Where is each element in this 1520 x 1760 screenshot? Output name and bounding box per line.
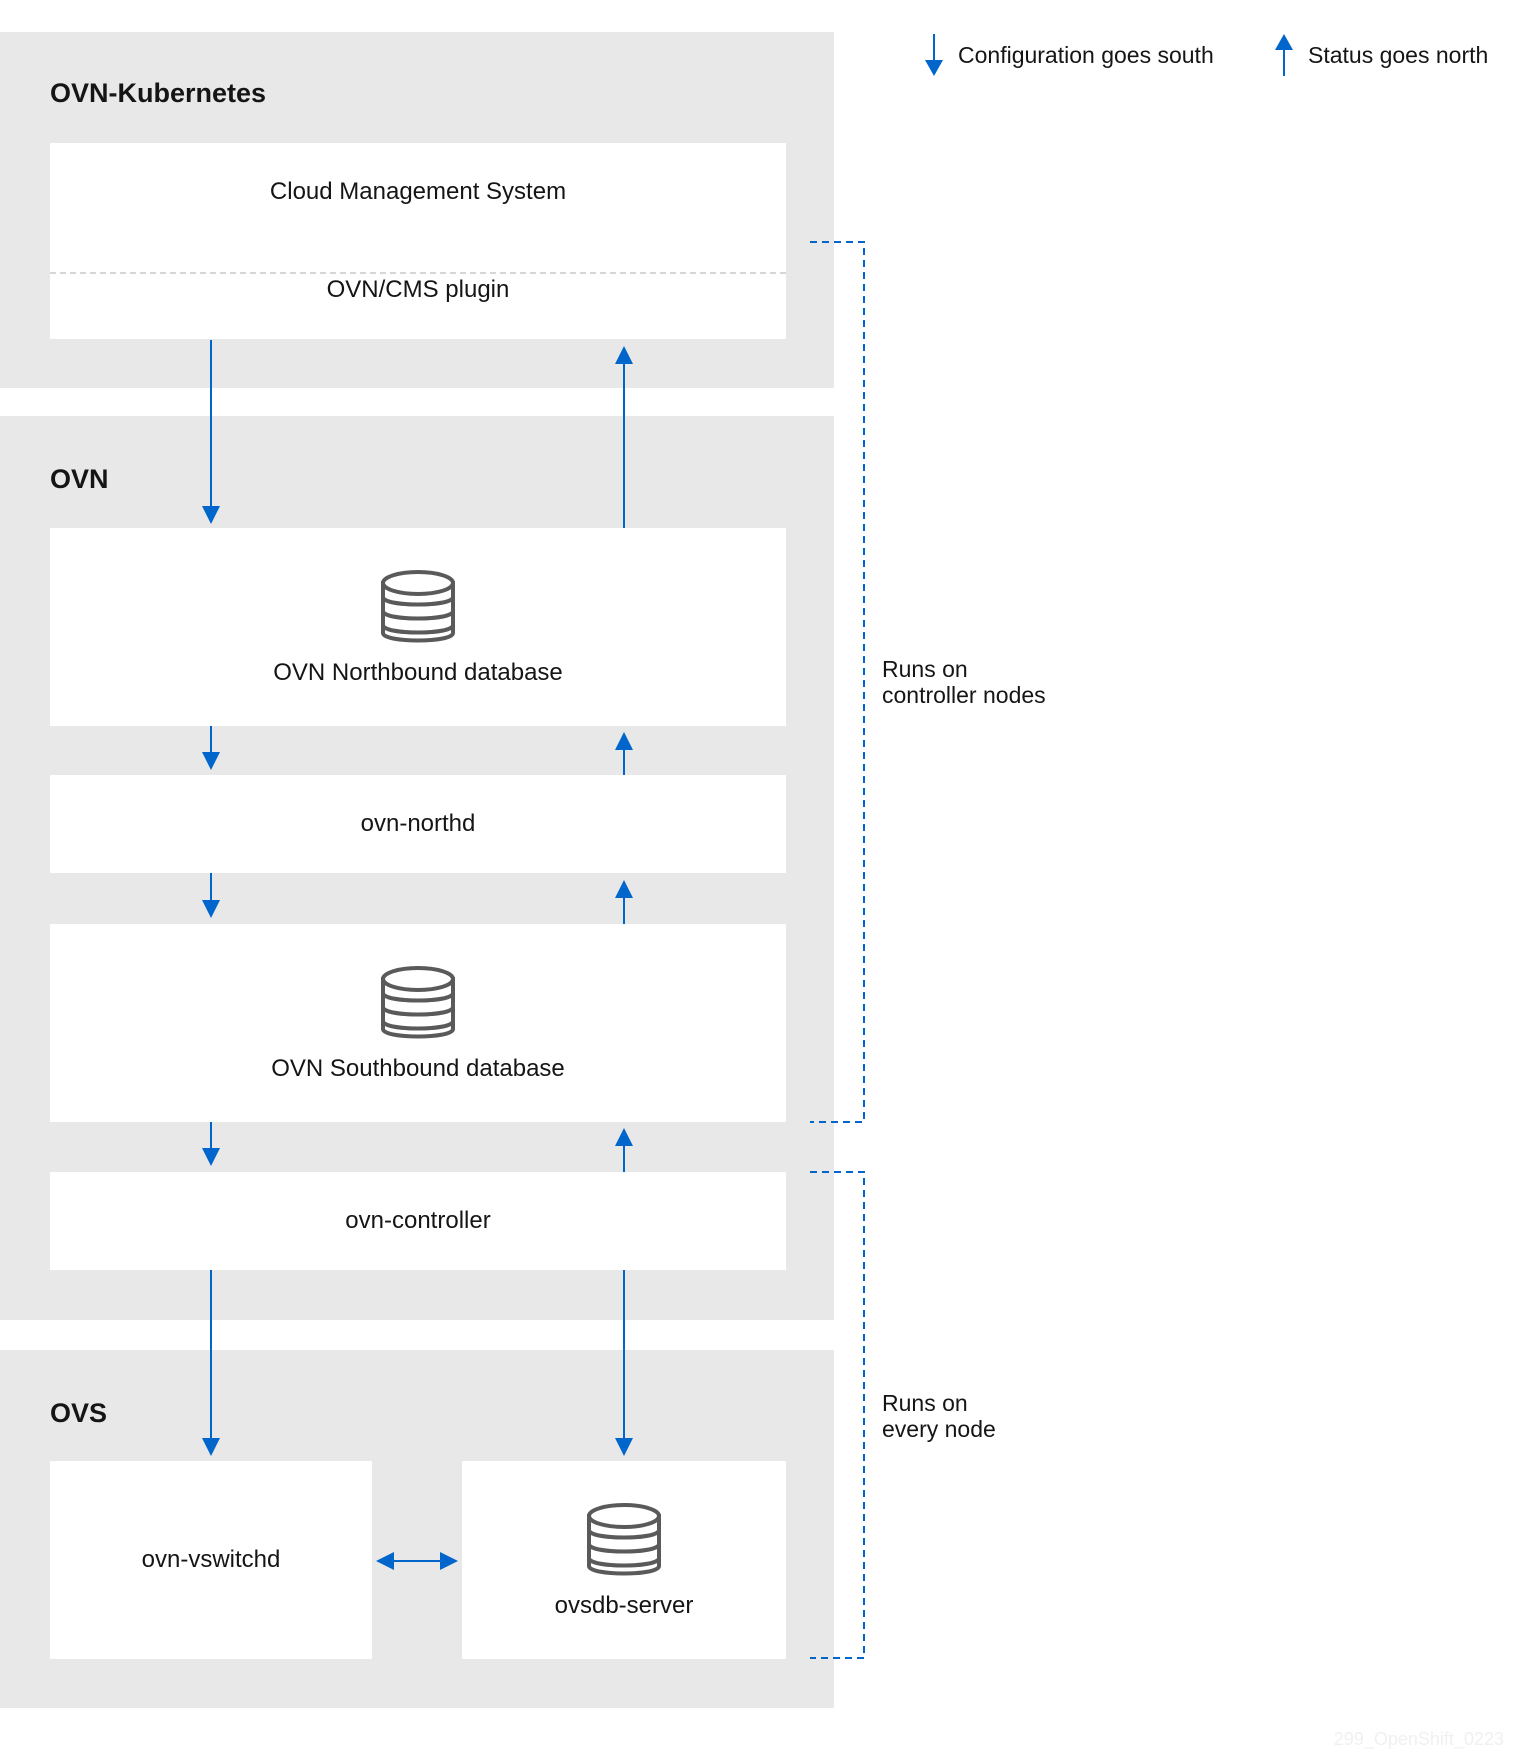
box-label-southbound: OVN Southbound database: [271, 1055, 565, 1082]
panel-ovn: OVN OVN Northbound database ovn-northd: [0, 416, 834, 1320]
arrow-up-icon: [1275, 34, 1293, 76]
watermark: 299_OpenShift_0223: [1333, 1729, 1504, 1749]
box-label-northd: ovn-northd: [360, 810, 476, 837]
box-label-northbound: OVN Northbound database: [273, 659, 563, 686]
panel-ovs: OVS ovn-vswitchd ovsdb-server: [0, 1350, 834, 1708]
box-label-controller: ovn-controller: [345, 1207, 491, 1234]
box-label-ovsdb: ovsdb-server: [554, 1592, 694, 1619]
box-ovn-vswitchd: ovn-vswitchd: [50, 1461, 372, 1659]
database-icon: [381, 966, 455, 1039]
label-controller-line1: Runs on: [882, 656, 968, 682]
box-ovn-northbound-database: OVN Northbound database: [50, 528, 786, 726]
legend-south-label: Configuration goes south: [958, 41, 1214, 68]
legend-south: Configuration goes south: [922, 32, 1214, 78]
box-cloud-management-system: Cloud Management System: [50, 143, 786, 241]
legend-north-label: Status goes north: [1308, 41, 1489, 68]
box-ovn-northd: ovn-northd: [50, 775, 786, 873]
label-controller-line2: controller nodes: [882, 682, 1046, 708]
panel-title-ovs: OVS: [50, 1398, 108, 1428]
cms-plugin-divider: [50, 272, 786, 274]
legend-north: Status goes north: [1272, 32, 1488, 78]
database-icon: [587, 1503, 661, 1576]
box-ovn-controller: ovn-controller: [50, 1172, 786, 1270]
arrow-down-icon: [925, 34, 943, 76]
panel-title-ovn: OVN: [50, 464, 109, 494]
box-ovsdb-server: ovsdb-server: [462, 1461, 786, 1659]
box-label-vswitchd: ovn-vswitchd: [141, 1546, 281, 1573]
database-icon: [381, 570, 455, 643]
box-label-cms: Cloud Management System: [269, 178, 567, 205]
box-label-plugin: OVN/CMS plugin: [326, 276, 510, 303]
label-runs-on-controller-nodes: Runs on controller nodes: [882, 656, 1046, 708]
panel-title-ovn-kubernetes: OVN-Kubernetes: [50, 78, 267, 108]
label-every-line1: Runs on: [882, 1390, 968, 1416]
box-ovn-cms-plugin: OVN/CMS plugin: [50, 241, 786, 339]
label-runs-on-every-node: Runs on every node: [882, 1390, 996, 1442]
box-ovn-southbound-database: OVN Southbound database: [50, 924, 786, 1122]
panel-ovn-kubernetes: OVN-Kubernetes Cloud Management System O…: [0, 32, 834, 388]
label-every-line2: every node: [882, 1416, 996, 1442]
